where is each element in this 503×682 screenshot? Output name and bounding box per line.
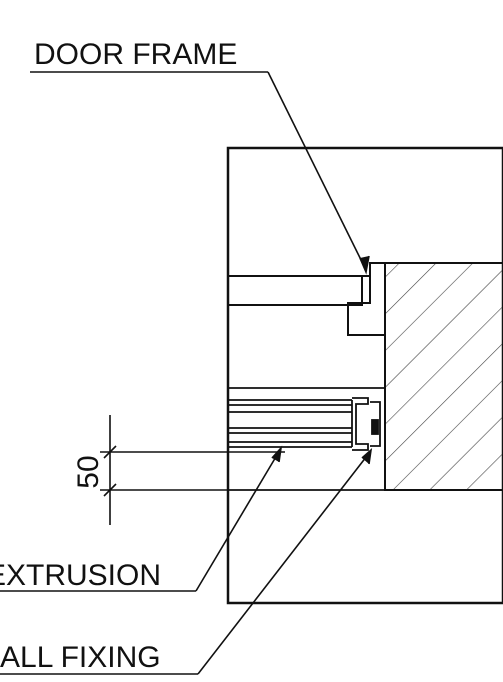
extrusion-profile xyxy=(228,387,385,451)
door-frame-profile xyxy=(228,262,385,336)
leader-wall-fixing xyxy=(0,447,373,675)
label-wall-fixing: ALL FIXING xyxy=(0,641,161,674)
leader-extrusion xyxy=(0,445,283,592)
label-door-frame: DOOR FRAME xyxy=(34,38,237,71)
hatched-wall-section xyxy=(384,262,503,491)
wall-block xyxy=(226,146,503,605)
dimension-value: 50 xyxy=(72,455,105,488)
dimension-50 xyxy=(100,415,285,525)
leader-door-frame xyxy=(30,71,370,275)
label-extrusion: EXTRUSION xyxy=(0,559,161,592)
